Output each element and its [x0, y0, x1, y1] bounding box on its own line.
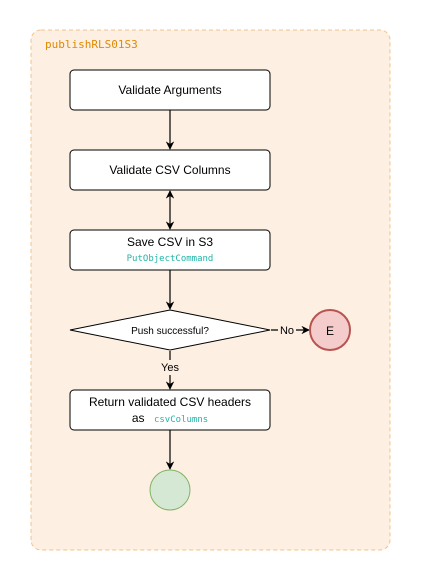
- decision-label: Push successful?: [131, 326, 209, 337]
- return-headers-label: Return validated CSV headers: [89, 395, 251, 409]
- edge-label-yes: Yes: [161, 362, 179, 374]
- node-decision[interactable]: Push successful?: [69, 309, 271, 351]
- validate-csv-columns-box: [69, 149, 271, 191]
- node-validate-csv-columns[interactable]: Validate CSV Columns: [69, 149, 271, 191]
- node-error-end[interactable]: E: [309, 309, 351, 351]
- decision-diamond: [69, 309, 271, 351]
- return-headers-line2: as csvColumns: [132, 409, 208, 426]
- return-headers-prefix: as: [132, 411, 145, 425]
- error-end-label: E: [326, 324, 334, 338]
- node-success-end[interactable]: [149, 469, 191, 511]
- save-csv-label: Save CSV in S3: [127, 235, 213, 249]
- yes-label-bg: [158, 360, 182, 375]
- edge-labels: No Yes: [158, 322, 296, 375]
- validate-arguments-box: [69, 69, 271, 111]
- node-save-csv[interactable]: Save CSV in S3 PutObjectCommand: [69, 229, 271, 271]
- save-csv-code: PutObjectCommand: [127, 254, 214, 264]
- node-validate-arguments[interactable]: Validate Arguments: [69, 69, 271, 111]
- error-end-circle: [309, 309, 351, 351]
- success-end-circle: [149, 469, 191, 511]
- group-title: publishRLS01S3: [45, 38, 138, 51]
- validate-arguments-label: Validate Arguments: [118, 83, 221, 97]
- validate-csv-columns-label: Validate CSV Columns: [109, 163, 230, 177]
- no-label-bg: [278, 322, 296, 337]
- return-headers-code: csvColumns: [154, 415, 208, 425]
- node-return-headers[interactable]: Return validated CSV headers as csvColum…: [69, 389, 271, 431]
- edge-label-no: No: [280, 325, 294, 337]
- return-headers-box: [69, 389, 271, 431]
- save-csv-box: [69, 229, 271, 271]
